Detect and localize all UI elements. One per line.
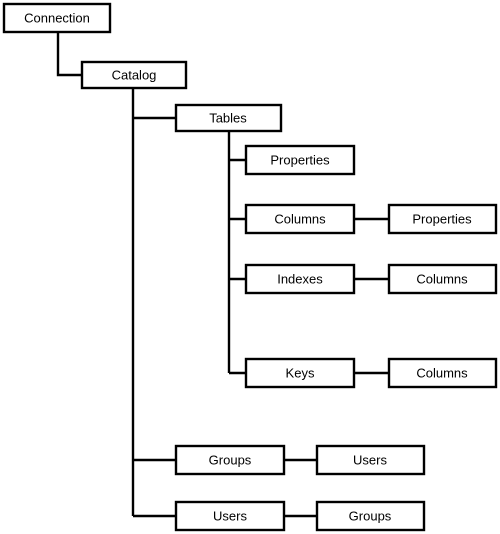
- node-group-users: Users: [315, 444, 426, 476]
- node-users: Users: [174, 500, 286, 532]
- node-table-properties: Properties: [244, 144, 356, 176]
- node-index-columns: Columns: [387, 263, 498, 295]
- node-groups-label: Groups: [209, 453, 252, 468]
- node-tables: Tables: [174, 103, 283, 133]
- connector-connection-catalog: [56, 32, 82, 77]
- node-user-groups-label: Groups: [349, 509, 392, 524]
- node-user-groups: Groups: [315, 500, 426, 532]
- node-table-properties-label: Properties: [270, 153, 330, 168]
- node-catalog: Catalog: [80, 60, 188, 90]
- node-indexes: Indexes: [244, 263, 356, 295]
- node-connection: Connection: [2, 2, 112, 34]
- node-keys: Keys: [244, 357, 356, 389]
- node-column-properties-label: Properties: [412, 212, 472, 227]
- node-group-users-label: Users: [353, 453, 387, 468]
- connector-lines: [56, 32, 389, 518]
- node-groups: Groups: [174, 444, 286, 476]
- node-catalog-label: Catalog: [112, 68, 157, 83]
- node-column-properties: Properties: [387, 203, 498, 235]
- node-users-label: Users: [213, 509, 247, 524]
- node-columns-label: Columns: [274, 212, 326, 227]
- node-keys-label: Keys: [286, 366, 315, 381]
- node-tables-label: Tables: [209, 111, 247, 126]
- node-indexes-label: Indexes: [277, 272, 323, 287]
- node-key-columns: Columns: [387, 357, 498, 389]
- node-key-columns-label: Columns: [416, 366, 468, 381]
- node-index-columns-label: Columns: [416, 272, 468, 287]
- node-columns: Columns: [244, 203, 356, 235]
- node-connection-label: Connection: [24, 11, 90, 26]
